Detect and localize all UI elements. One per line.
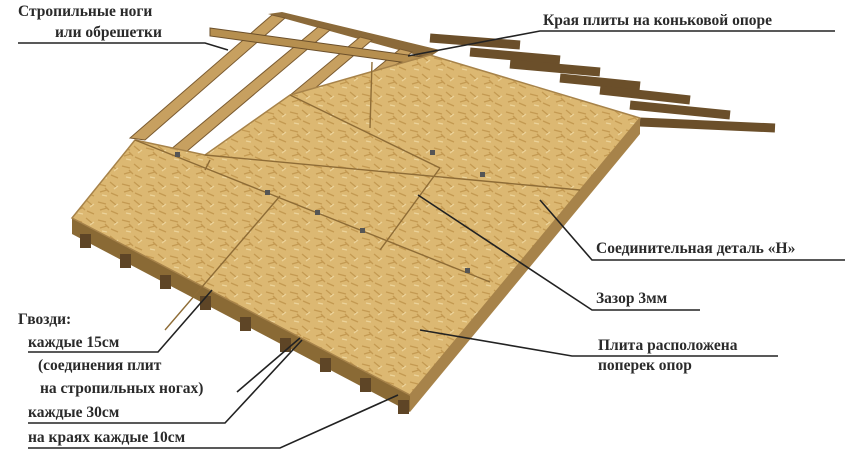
osb-deck [70, 54, 642, 396]
label-nails-15-note2: на стропильных ногах) [40, 380, 204, 397]
label-nails-title: Гвозди: [18, 311, 72, 328]
label-ridge-edges: Края плиты на коньковой опоре [543, 12, 773, 29]
label-nails-30: каждые 30см [28, 404, 120, 421]
label-nails-15-note1: (соединения плит [38, 357, 162, 374]
panel-seams [134, 61, 581, 331]
rafter-tails [429, 33, 776, 133]
rafter-ends [80, 234, 409, 414]
ridge-beam [268, 12, 440, 58]
label-rafters-line1: Стропильные ноги [18, 3, 153, 20]
leader-lines [18, 30, 845, 449]
label-nails-15: каждые 15см [28, 334, 120, 351]
h-clips [175, 150, 485, 273]
label-gap: Зазор 3мм [596, 290, 668, 307]
label-h-clip: Соединительная деталь «Н» [596, 240, 796, 257]
label-rafters-line2: или обрешетки [55, 24, 162, 41]
label-orientation-line2: поперек опор [598, 357, 692, 374]
label-orientation-line1: Плита расположена [598, 337, 738, 354]
label-nails-10: на краях каждые 10см [28, 429, 186, 446]
